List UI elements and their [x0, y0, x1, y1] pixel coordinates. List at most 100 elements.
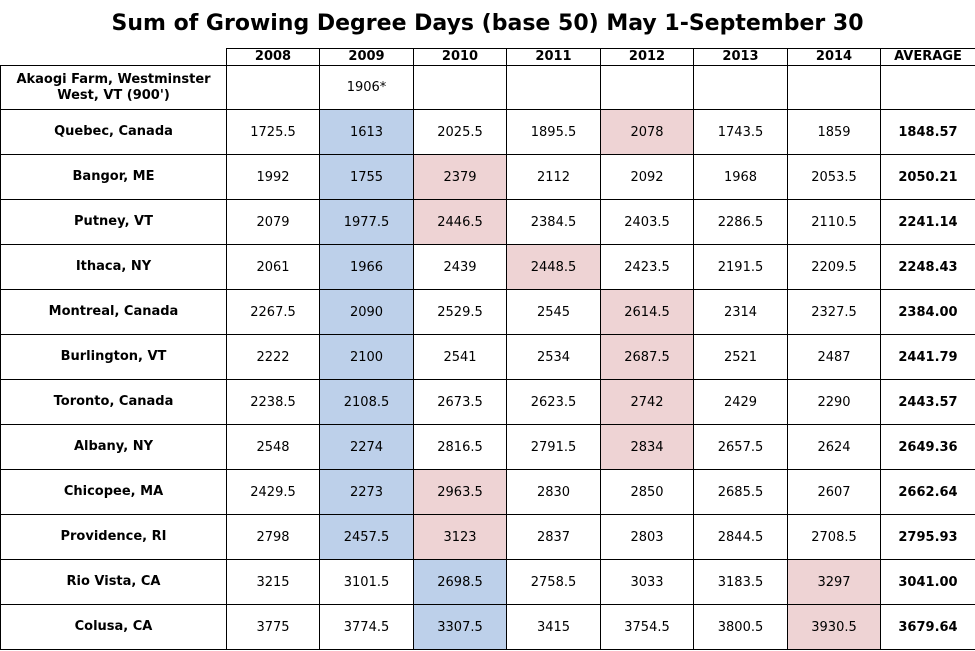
value-cell: 2314	[693, 289, 788, 335]
value-cell: 2541	[413, 334, 507, 380]
value-cell: 1859	[787, 109, 881, 155]
value-cell: 2079	[226, 199, 320, 245]
average-cell: 3041.00	[880, 559, 975, 605]
value-cell: 2267.5	[226, 289, 320, 335]
header-cell-corner	[0, 48, 227, 66]
location-cell: Ithaca, NY	[0, 244, 227, 290]
location-cell: Akaogi Farm, Westminster West, VT (900')	[0, 65, 227, 110]
location-cell: Albany, NY	[0, 424, 227, 470]
value-cell: 2379	[413, 154, 507, 200]
value-cell: 2534	[506, 334, 601, 380]
value-cell: 2742	[600, 379, 694, 425]
value-cell	[226, 65, 320, 110]
value-cell: 3930.5	[787, 604, 881, 650]
value-cell: 3033	[600, 559, 694, 605]
location-cell: Providence, RI	[0, 514, 227, 560]
average-cell: 2443.57	[880, 379, 975, 425]
value-cell	[413, 65, 507, 110]
page-title: Sum of Growing Degree Days (base 50) May…	[111, 11, 864, 36]
value-cell: 1966	[319, 244, 414, 290]
average-cell: 3679.64	[880, 604, 975, 650]
value-cell	[600, 65, 694, 110]
value-cell: 2657.5	[693, 424, 788, 470]
average-cell: 2050.21	[880, 154, 975, 200]
value-cell: 1977.5	[319, 199, 414, 245]
value-cell: 2439	[413, 244, 507, 290]
value-cell: 2963.5	[413, 469, 507, 515]
gdd-table: 2008 2009 2010 2011 2012 2013 2014 AVERA…	[0, 48, 975, 650]
value-cell: 2100	[319, 334, 414, 380]
value-cell: 1755	[319, 154, 414, 200]
value-cell: 2423.5	[600, 244, 694, 290]
table-body: Akaogi Farm, Westminster West, VT (900')…	[0, 65, 975, 650]
value-cell: 3307.5	[413, 604, 507, 650]
value-cell: 2844.5	[693, 514, 788, 560]
header-cell-year: 2008	[226, 48, 320, 66]
value-cell: 2429	[693, 379, 788, 425]
average-cell: 2384.00	[880, 289, 975, 335]
value-cell: 2834	[600, 424, 694, 470]
value-cell: 2545	[506, 289, 601, 335]
value-cell: 2209.5	[787, 244, 881, 290]
value-cell: 2092	[600, 154, 694, 200]
table-row: Akaogi Farm, Westminster West, VT (900')…	[0, 65, 975, 110]
value-cell: 2698.5	[413, 559, 507, 605]
value-cell: 1906*	[319, 65, 414, 110]
location-cell: Bangor, ME	[0, 154, 227, 200]
location-cell: Colusa, CA	[0, 604, 227, 650]
value-cell: 2090	[319, 289, 414, 335]
value-cell: 2791.5	[506, 424, 601, 470]
value-cell: 2025.5	[413, 109, 507, 155]
value-cell: 1613	[319, 109, 414, 155]
average-cell	[880, 65, 975, 110]
value-cell: 2673.5	[413, 379, 507, 425]
value-cell: 2222	[226, 334, 320, 380]
value-cell: 2108.5	[319, 379, 414, 425]
value-cell: 2403.5	[600, 199, 694, 245]
value-cell: 2238.5	[226, 379, 320, 425]
value-cell: 2687.5	[600, 334, 694, 380]
value-cell: 2457.5	[319, 514, 414, 560]
location-cell: Rio Vista, CA	[0, 559, 227, 605]
value-cell: 2830	[506, 469, 601, 515]
value-cell: 2053.5	[787, 154, 881, 200]
value-cell: 2614.5	[600, 289, 694, 335]
value-cell: 1968	[693, 154, 788, 200]
header-cell-year: 2013	[693, 48, 788, 66]
value-cell: 2607	[787, 469, 881, 515]
value-cell: 2685.5	[693, 469, 788, 515]
average-cell: 2795.93	[880, 514, 975, 560]
value-cell: 2446.5	[413, 199, 507, 245]
value-cell: 2112	[506, 154, 601, 200]
value-cell: 2327.5	[787, 289, 881, 335]
value-cell: 2529.5	[413, 289, 507, 335]
value-cell: 2850	[600, 469, 694, 515]
value-cell: 1743.5	[693, 109, 788, 155]
value-cell: 2837	[506, 514, 601, 560]
header-cell-year: 2010	[413, 48, 507, 66]
value-cell: 2803	[600, 514, 694, 560]
value-cell: 2758.5	[506, 559, 601, 605]
header-cell-year: 2014	[787, 48, 881, 66]
header-cell-year: 2012	[600, 48, 694, 66]
location-cell: Quebec, Canada	[0, 109, 227, 155]
value-cell	[693, 65, 788, 110]
value-cell: 2273	[319, 469, 414, 515]
value-cell	[787, 65, 881, 110]
value-cell: 2110.5	[787, 199, 881, 245]
value-cell: 2487	[787, 334, 881, 380]
average-cell: 2248.43	[880, 244, 975, 290]
value-cell: 2078	[600, 109, 694, 155]
value-cell: 2191.5	[693, 244, 788, 290]
value-cell: 2429.5	[226, 469, 320, 515]
value-cell: 2816.5	[413, 424, 507, 470]
value-cell: 3754.5	[600, 604, 694, 650]
value-cell: 3101.5	[319, 559, 414, 605]
location-cell: Putney, VT	[0, 199, 227, 245]
